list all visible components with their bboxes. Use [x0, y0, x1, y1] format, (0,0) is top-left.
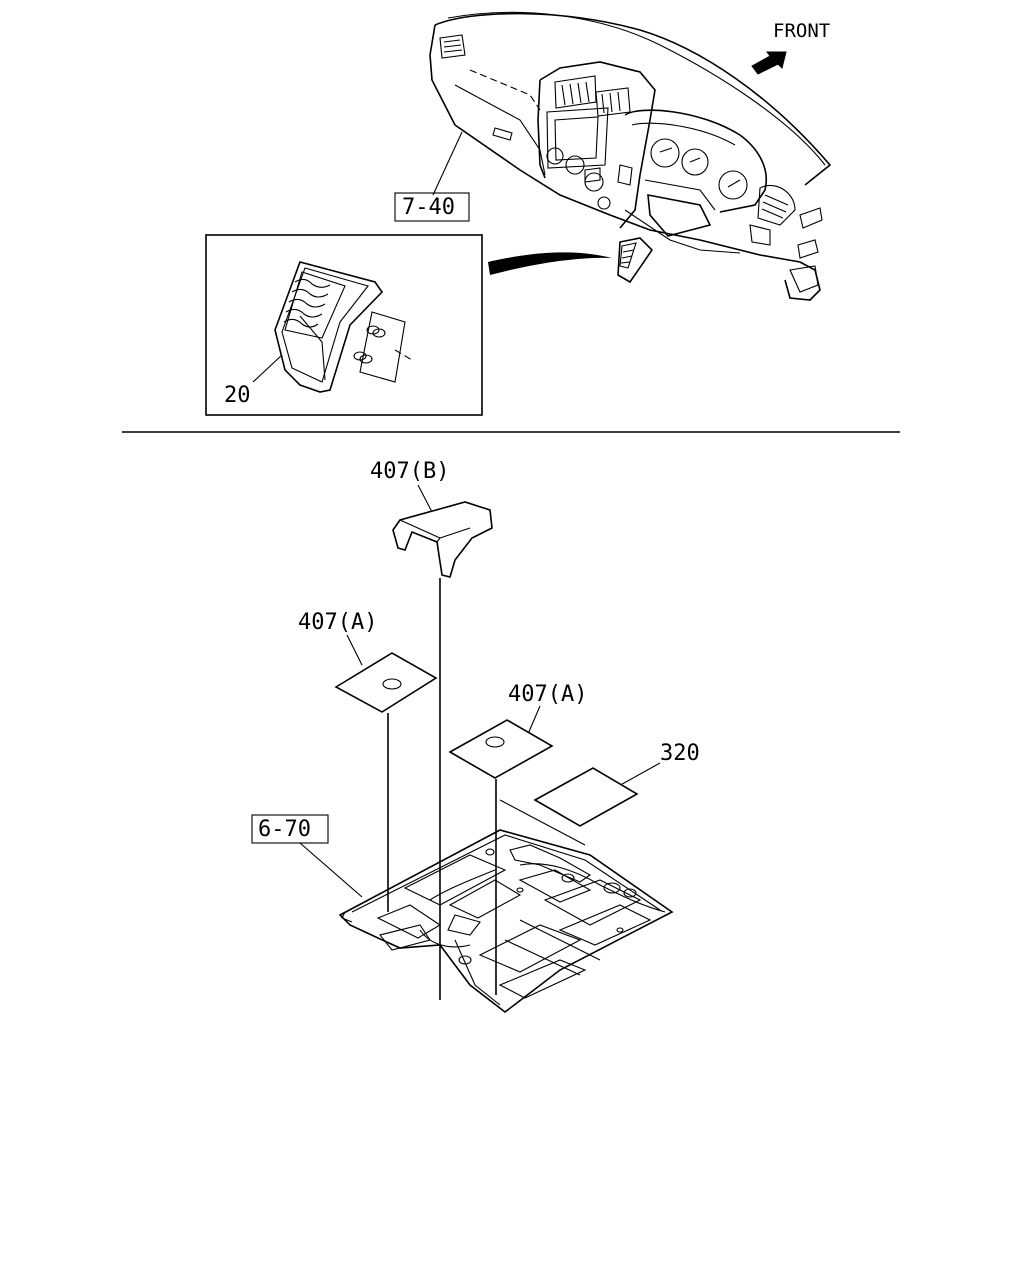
- callout-instrument-panel-ref: 7-40: [402, 195, 455, 220]
- callout-floor-panel-ref: 6-70: [258, 817, 311, 842]
- callout-insulator-a-left: 407(A): [298, 610, 377, 635]
- leader-instrument-panel: [432, 131, 463, 196]
- callout-insulator-b: 407(B): [370, 459, 449, 484]
- ref-box-floor-panel: [251, 814, 329, 844]
- leader-floor-panel: [299, 842, 363, 898]
- callout-grille: 20: [224, 383, 251, 408]
- floor-panel-drawing: [338, 829, 674, 1014]
- front-arrow-icon: [751, 51, 787, 75]
- leader-insulator-a-right: [527, 705, 541, 735]
- insulator-320-shape: [533, 767, 639, 827]
- leader-grille: [252, 354, 283, 383]
- callout-insulator-a-right: 407(A): [508, 682, 587, 707]
- install-line-320: [499, 799, 586, 846]
- leader-insulator-320: [614, 762, 661, 789]
- detail-inset-frame: [205, 234, 483, 416]
- instrument-panel-drawing: [429, 11, 832, 301]
- front-label: FRONT: [773, 20, 830, 42]
- insulator-407b-shape: [392, 501, 493, 578]
- grille-detail-drawing: [274, 261, 413, 393]
- leader-insulator-b: [417, 484, 433, 513]
- ref-box-instrument-panel: [394, 192, 470, 222]
- callout-insulator-320: 320: [660, 741, 700, 766]
- insulator-407a-left-shape: [334, 652, 438, 713]
- insulator-407a-right-shape: [448, 719, 554, 779]
- detail-pointer-swoosh: [488, 252, 612, 275]
- leader-insulator-a-left: [346, 634, 363, 666]
- front-direction-indicator: FRONT: [751, 20, 830, 75]
